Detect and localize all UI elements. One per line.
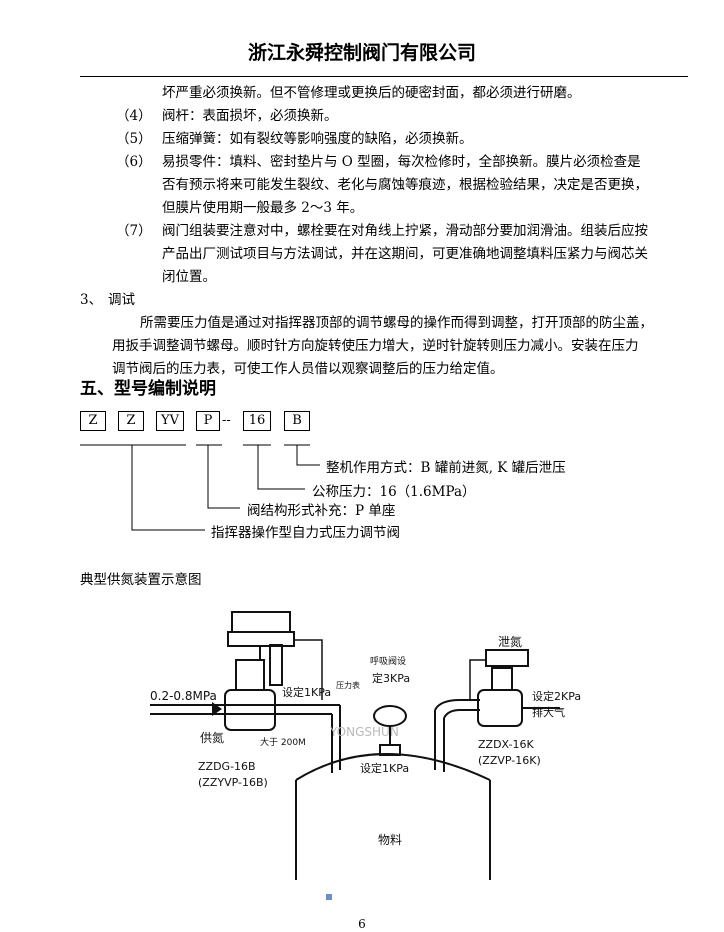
item-text-7b: 产品出厂测试项目与方法调试，并在这期间，可更准确地调整填料压紧力与阀芯关 (162, 246, 648, 262)
vent-valve-body (477, 689, 523, 727)
gauge-label: 压力表 (336, 680, 360, 690)
section3-title: 调试 (108, 292, 135, 308)
model-code-box: Z (118, 411, 144, 431)
item-number-4: （4） (116, 108, 152, 124)
tank-setpoint-label: 设定1KPa (360, 761, 409, 775)
watermark: YONGSHUN (329, 725, 399, 739)
diagram-caption: 典型供氮装置示意图 (80, 572, 202, 588)
header-divider (80, 76, 688, 77)
item-text-7: 阀门组装要注意对中，螺栓要在对角线上拧紧，滑动部分要加润滑油。组装后应按 (162, 223, 648, 239)
model-code-box: Z (80, 411, 106, 431)
material-label: 物料 (378, 833, 402, 847)
breather-label-2: 定3KPa (372, 671, 410, 685)
item-text-6: 易损零件：填料、密封垫片与 O 型圈，每次检修时，全部换新。膜片必须检查是 (162, 154, 641, 170)
item-text-4: 阀杆：表面损坏，必须换新。 (162, 108, 338, 124)
legend-type: 指挥器操作型自力式压力调节阀 (211, 525, 400, 541)
para-line-3: 调节阀后的压力表，可使工作人员借以观察调整后的压力给定值。 (112, 361, 504, 377)
item-text-5: 压缩弹簧：如有裂纹等影响强度的缺陷，必须换新。 (162, 131, 473, 147)
model-separator: -- (222, 413, 231, 428)
legend-action: 整机作用方式：B 罐前进氮, K 罐后泄压 (326, 460, 566, 476)
company-header: 浙江永舜控制阀门有限公司 (247, 42, 476, 64)
supply-valve-body (224, 689, 276, 731)
item-number-6: （6） (116, 154, 152, 170)
page-number: 6 (358, 917, 366, 931)
section3-number: 3、 (80, 292, 103, 308)
model-code-box: B (284, 411, 310, 431)
section-title: 五、型号编制说明 (80, 379, 216, 399)
right-model-alt-label: (ZZVP-16K) (478, 754, 541, 767)
page-marker (326, 894, 332, 900)
model-code-box: P (196, 411, 220, 431)
left-model-alt-label: (ZZYVP-16B) (198, 776, 268, 789)
item-number-5: （5） (116, 131, 152, 147)
nitrogen-supply-diagram: 0.2-0.8MPa 供氮 设定1KPa 压力表 大于 200M ZZDG-16… (150, 611, 581, 880)
left-setpoint-label: 设定1KPa (282, 685, 331, 699)
vent-actuator-top (485, 649, 529, 667)
left-model-label: ZZDG-16B (198, 760, 256, 773)
para-line-1: 所需要压力值是通过对指挥器顶部的调节螺母的操作而得到调整，打开顶部的防尘盖， (140, 315, 653, 331)
legend-pressure: 公称压力：16（1.6MPa） (312, 484, 476, 500)
item-text-6c: 但膜片使用期一般最多 2～3 年。 (162, 200, 364, 216)
distance-label: 大于 200M (260, 736, 306, 748)
item-text-7c: 闭位置。 (162, 269, 216, 285)
model-legend-connectors (80, 444, 320, 531)
vent-label: 泄氮 (498, 634, 522, 649)
body-line-1: 坏严重必须换新。但不管修理或更换后的硬密封面，都必须进行研磨。 (162, 85, 581, 101)
supply-actuator-top (231, 611, 291, 633)
inlet-pressure-label: 0.2-0.8MPa (150, 689, 217, 703)
atmosphere-label: 排大气 (532, 705, 565, 719)
legend-structure: 阀结构形式补充：P 单座 (247, 503, 396, 519)
breather-valve (373, 705, 407, 727)
supply-label: 供氮 (200, 730, 224, 745)
right-model-label: ZZDX-16K (478, 738, 534, 751)
model-code-box: 16 (243, 411, 271, 431)
item-text-6b: 否有预示将来可能发生裂纹、老化与腐蚀等痕迹，根据检验结果，决定是否更换， (162, 177, 648, 193)
vent-setpoint-label: 设定2KPa (532, 689, 581, 703)
model-code-box: YV (156, 411, 184, 431)
breather-label-1: 呼吸阀设 (370, 656, 406, 667)
item-number-7: （7） (116, 223, 152, 239)
para-line-2: 用扳手调整调节螺母。顺时针方向旋转使压力增大，逆时针旋转则压力减小。安装在压力 (112, 338, 639, 354)
